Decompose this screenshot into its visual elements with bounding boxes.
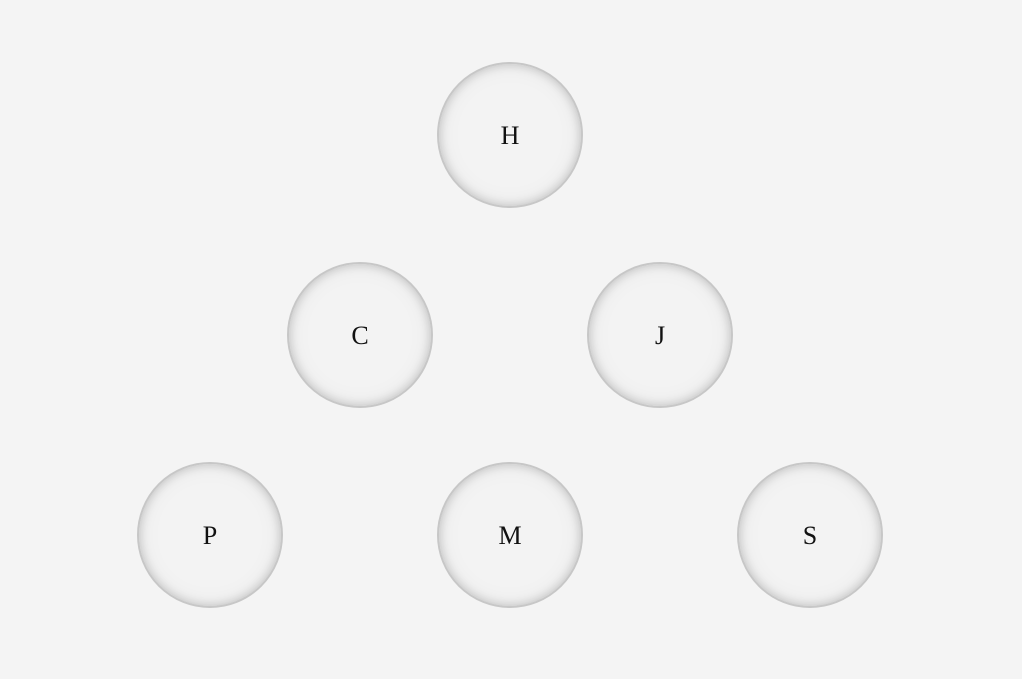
node-label: P — [202, 521, 218, 550]
node-s[interactable]: S — [737, 462, 883, 608]
node-m[interactable]: M — [437, 462, 583, 608]
node-c[interactable]: C — [287, 262, 433, 408]
node-label: J — [654, 321, 666, 350]
node-label: S — [802, 521, 818, 550]
node-p[interactable]: P — [137, 462, 283, 608]
node-j[interactable]: J — [587, 262, 733, 408]
node-h[interactable]: H — [437, 62, 583, 208]
node-label: C — [351, 321, 369, 350]
node-label: H — [500, 121, 520, 150]
node-label: M — [498, 521, 522, 550]
